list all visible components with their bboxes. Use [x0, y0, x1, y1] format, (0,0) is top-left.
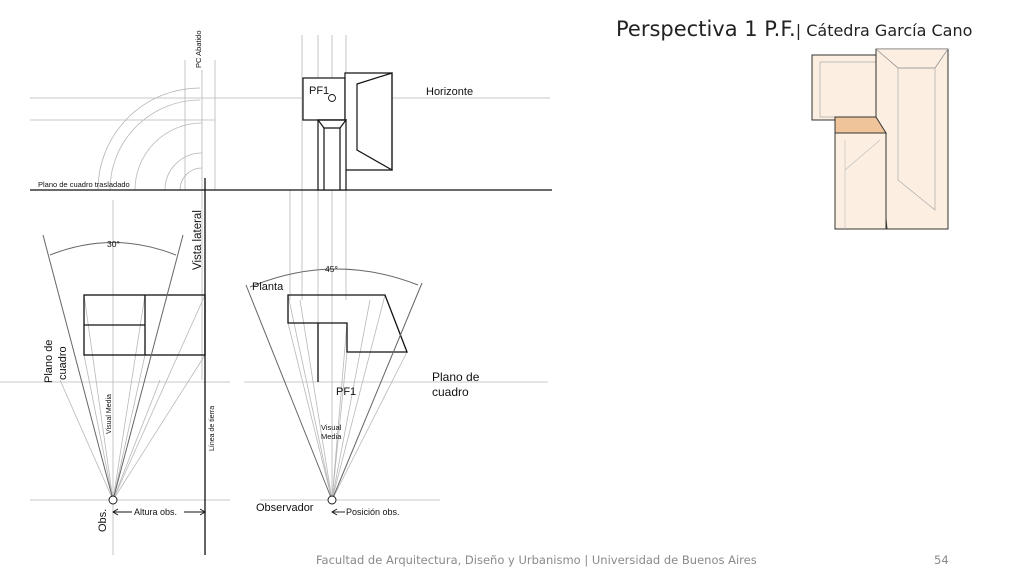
pf1-point-top [328, 94, 336, 102]
plano-cuadro-right-2: cuadro [432, 385, 469, 399]
main-lines [30, 178, 552, 555]
posicion-obs-label: Posición obs. [346, 507, 400, 517]
visual-media-left: Visual Media [106, 394, 113, 434]
pf1-label-top: PF1 [309, 85, 329, 97]
plano-cuadro-left-2: cuadro [57, 346, 69, 380]
visual-media-right-1: Visual [321, 423, 342, 432]
angle-45-label: 45° [325, 264, 338, 274]
posicion-obs-arrow [331, 508, 345, 516]
left-angle-lines [42, 234, 184, 501]
observador-label: Observador [256, 502, 314, 514]
obs-label: Obs. [97, 509, 109, 532]
elevation-drawing [302, 72, 393, 191]
angle-30-label: 30° [107, 239, 120, 249]
page-number: 54 [934, 553, 949, 567]
observer-point-left [108, 495, 118, 505]
pf1-label-bottom: PF1 [336, 386, 356, 398]
construction-lines [0, 35, 550, 555]
right-angle-lines [245, 268, 423, 501]
pc-abatido-label: PC Abatido [194, 30, 203, 68]
lateral-view [83, 294, 206, 356]
title-main: Perspectiva 1 P.F. [616, 17, 796, 41]
altura-obs-label: Altura obs. [134, 507, 177, 517]
plano-cuadro-right-1: Plano de [432, 370, 480, 384]
footer-text: Facultad de Arquitectura, Diseño y Urban… [316, 553, 757, 567]
slide-title: Perspectiva 1 P.F.| Cátedra García Cano [616, 17, 972, 41]
visual-media-right-2: Media [321, 432, 342, 441]
plano-trasladado-label: Plano de cuadro trasladado [38, 180, 130, 189]
linea-de-tierra-label: Línea de tierra [209, 406, 216, 451]
horizonte-label: Horizonte [426, 86, 473, 98]
plano-cuadro-left-1: Plano de [43, 340, 55, 383]
planta-label: Planta [252, 281, 284, 293]
observer-point-right [327, 495, 337, 505]
plan-view [287, 294, 408, 382]
title-subtitle: | Cátedra García Cano [795, 21, 973, 40]
vista-lateral-label: Vista lateral [192, 210, 204, 270]
perspective-result [811, 48, 949, 230]
